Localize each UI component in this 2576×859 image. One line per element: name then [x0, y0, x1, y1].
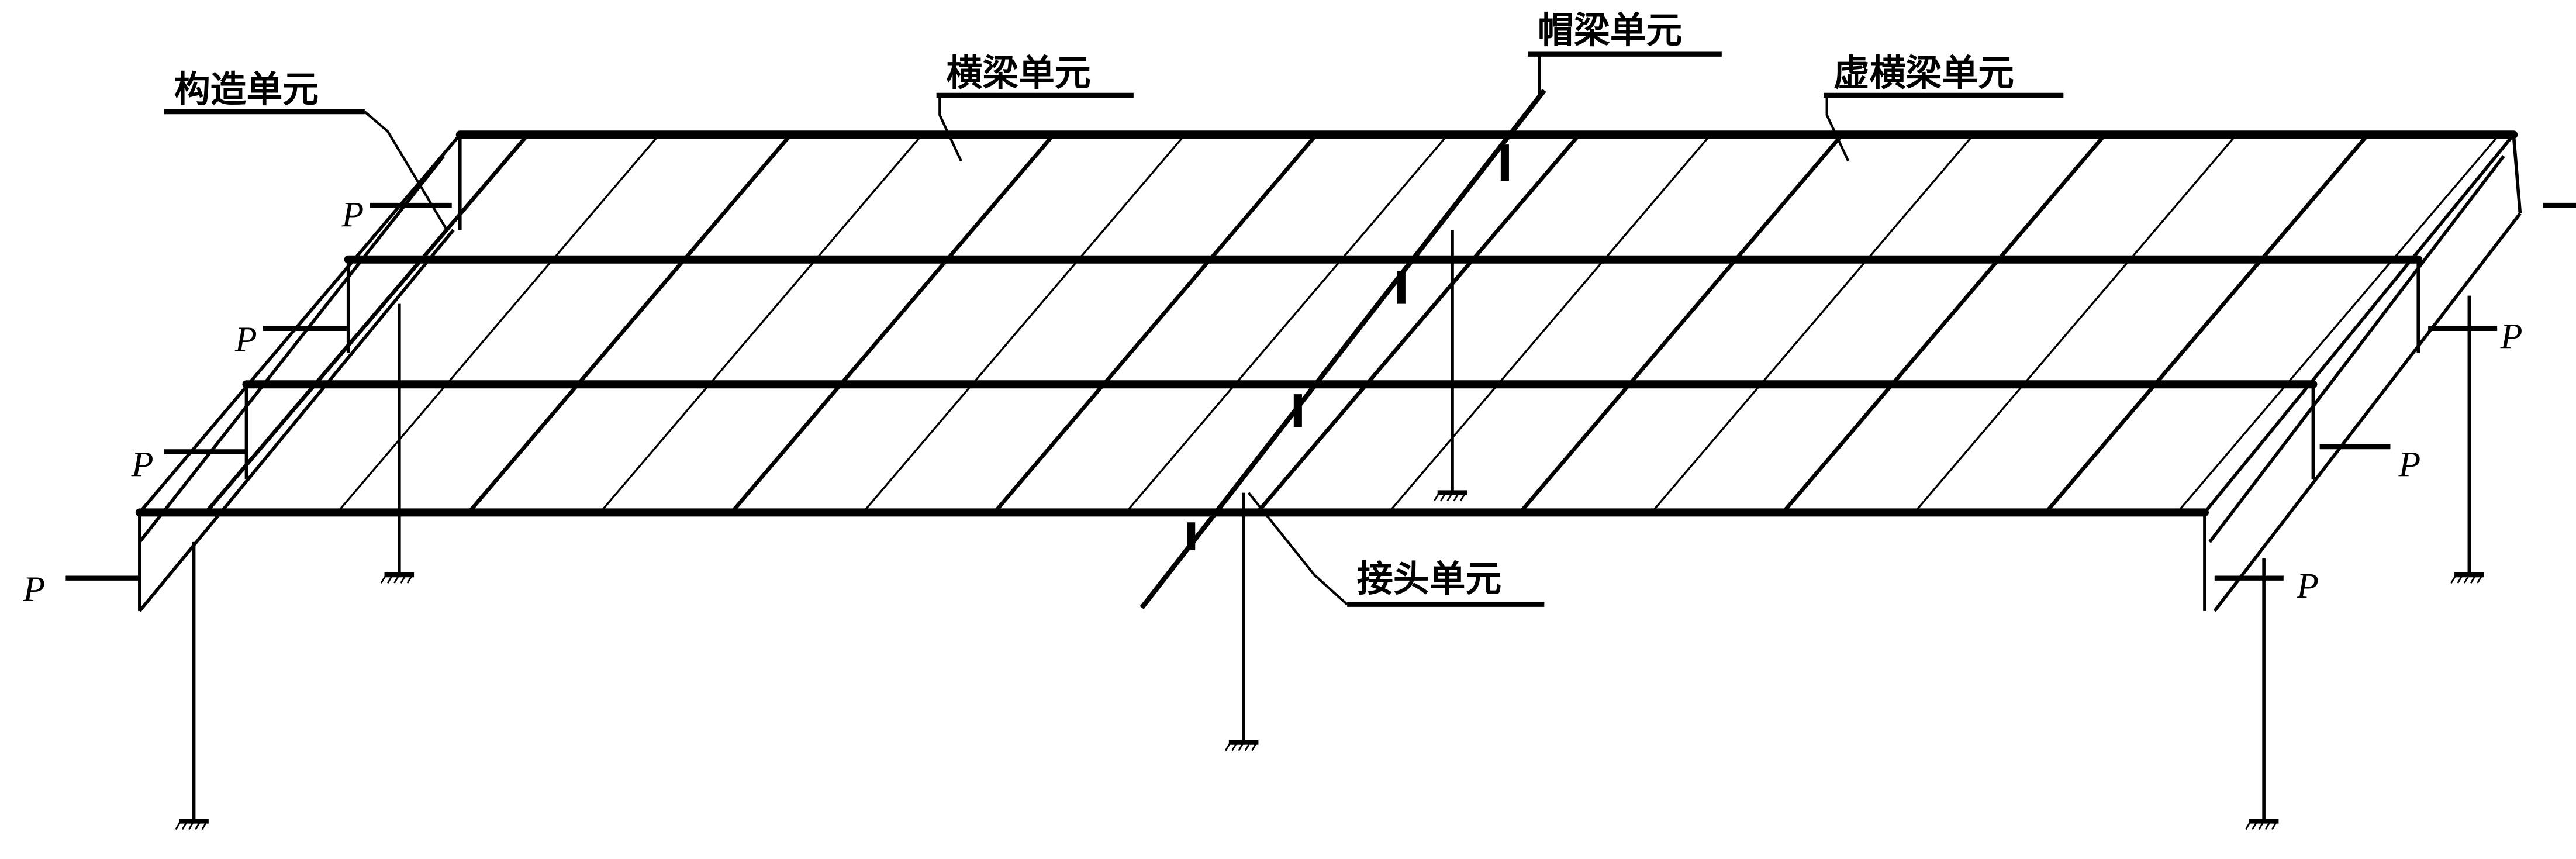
hatch-line — [311, 134, 691, 513]
ground-hatch — [1433, 492, 1440, 502]
load-label: P — [2296, 566, 2319, 606]
ground-hatch — [2450, 574, 2457, 584]
ground-hatch — [2264, 820, 2271, 830]
ground-hatch — [175, 820, 182, 830]
label-construct-element: 构造单元 — [174, 68, 319, 111]
hatch-line — [442, 134, 823, 513]
longitudinal-beams — [135, 130, 2518, 517]
deck-hatching — [139, 99, 2576, 542]
hatch-line — [1362, 134, 1742, 513]
load-label: P — [22, 570, 45, 609]
hatch-line — [1230, 134, 1612, 513]
ground-hatch — [2271, 820, 2278, 830]
label-crossbeam-element: 横梁单元 — [947, 52, 1091, 94]
hatch-line — [2546, 99, 2576, 542]
ground-hatch — [195, 820, 202, 830]
ground-hatch — [406, 574, 413, 584]
hatch-line — [1100, 134, 1480, 513]
ground-hatch — [1231, 741, 1238, 751]
label-capbeam-element: 帽梁单元 — [1538, 9, 1682, 51]
hatch-line — [574, 134, 954, 513]
ground-hatch — [2463, 574, 2470, 584]
ground-hatch — [1238, 741, 1245, 751]
ground-hatch — [400, 574, 407, 584]
load-label: P — [234, 320, 257, 360]
hatch-line — [2019, 134, 2401, 513]
ground-hatch — [1225, 741, 1231, 751]
side-faces — [138, 133, 2522, 612]
ground-hatch — [2258, 820, 2265, 830]
ground-hatch — [2252, 820, 2259, 830]
hatch-line — [1493, 134, 1874, 513]
load-label: P — [131, 445, 154, 485]
ground-hatch — [380, 574, 387, 584]
hatch-line — [1888, 134, 2268, 513]
ground-hatch — [1459, 492, 1466, 502]
hatch-line — [1756, 134, 2138, 513]
hatch-line — [179, 134, 560, 513]
hatch-line — [968, 134, 1349, 513]
label-joint-element: 接头单元 — [1357, 558, 1501, 600]
ground-hatch — [2244, 820, 2252, 830]
ground-hatch — [386, 574, 393, 584]
hatch-line — [2282, 134, 2514, 513]
hatch-line — [705, 134, 1086, 513]
ground-hatch — [2457, 574, 2464, 584]
cap-beam — [1139, 88, 1546, 609]
ground-hatch — [181, 820, 188, 830]
ground-hatch — [201, 820, 208, 830]
hatch-line — [2151, 134, 2514, 513]
load-label: P — [2398, 445, 2421, 485]
ground-hatch — [188, 820, 195, 830]
leaders — [164, 51, 2064, 607]
ground-hatch — [1446, 492, 1453, 502]
ground-hatch — [1244, 741, 1251, 751]
load-label: P — [341, 195, 364, 235]
ground-hatch — [2470, 574, 2477, 584]
hatch-line — [837, 134, 1217, 513]
hatch-line — [1625, 134, 2005, 513]
load-arrows — [65, 202, 2576, 581]
ground-hatch — [1440, 492, 1446, 502]
load-label: P — [2500, 316, 2523, 356]
ground-hatch — [2477, 574, 2484, 584]
columns — [175, 230, 2484, 830]
ground-hatch — [1453, 492, 1460, 502]
ground-hatch — [1251, 741, 1258, 751]
label-virtual-crossbeam-element: 虚横梁单元 — [1833, 52, 2014, 94]
ground-hatch — [393, 574, 400, 584]
